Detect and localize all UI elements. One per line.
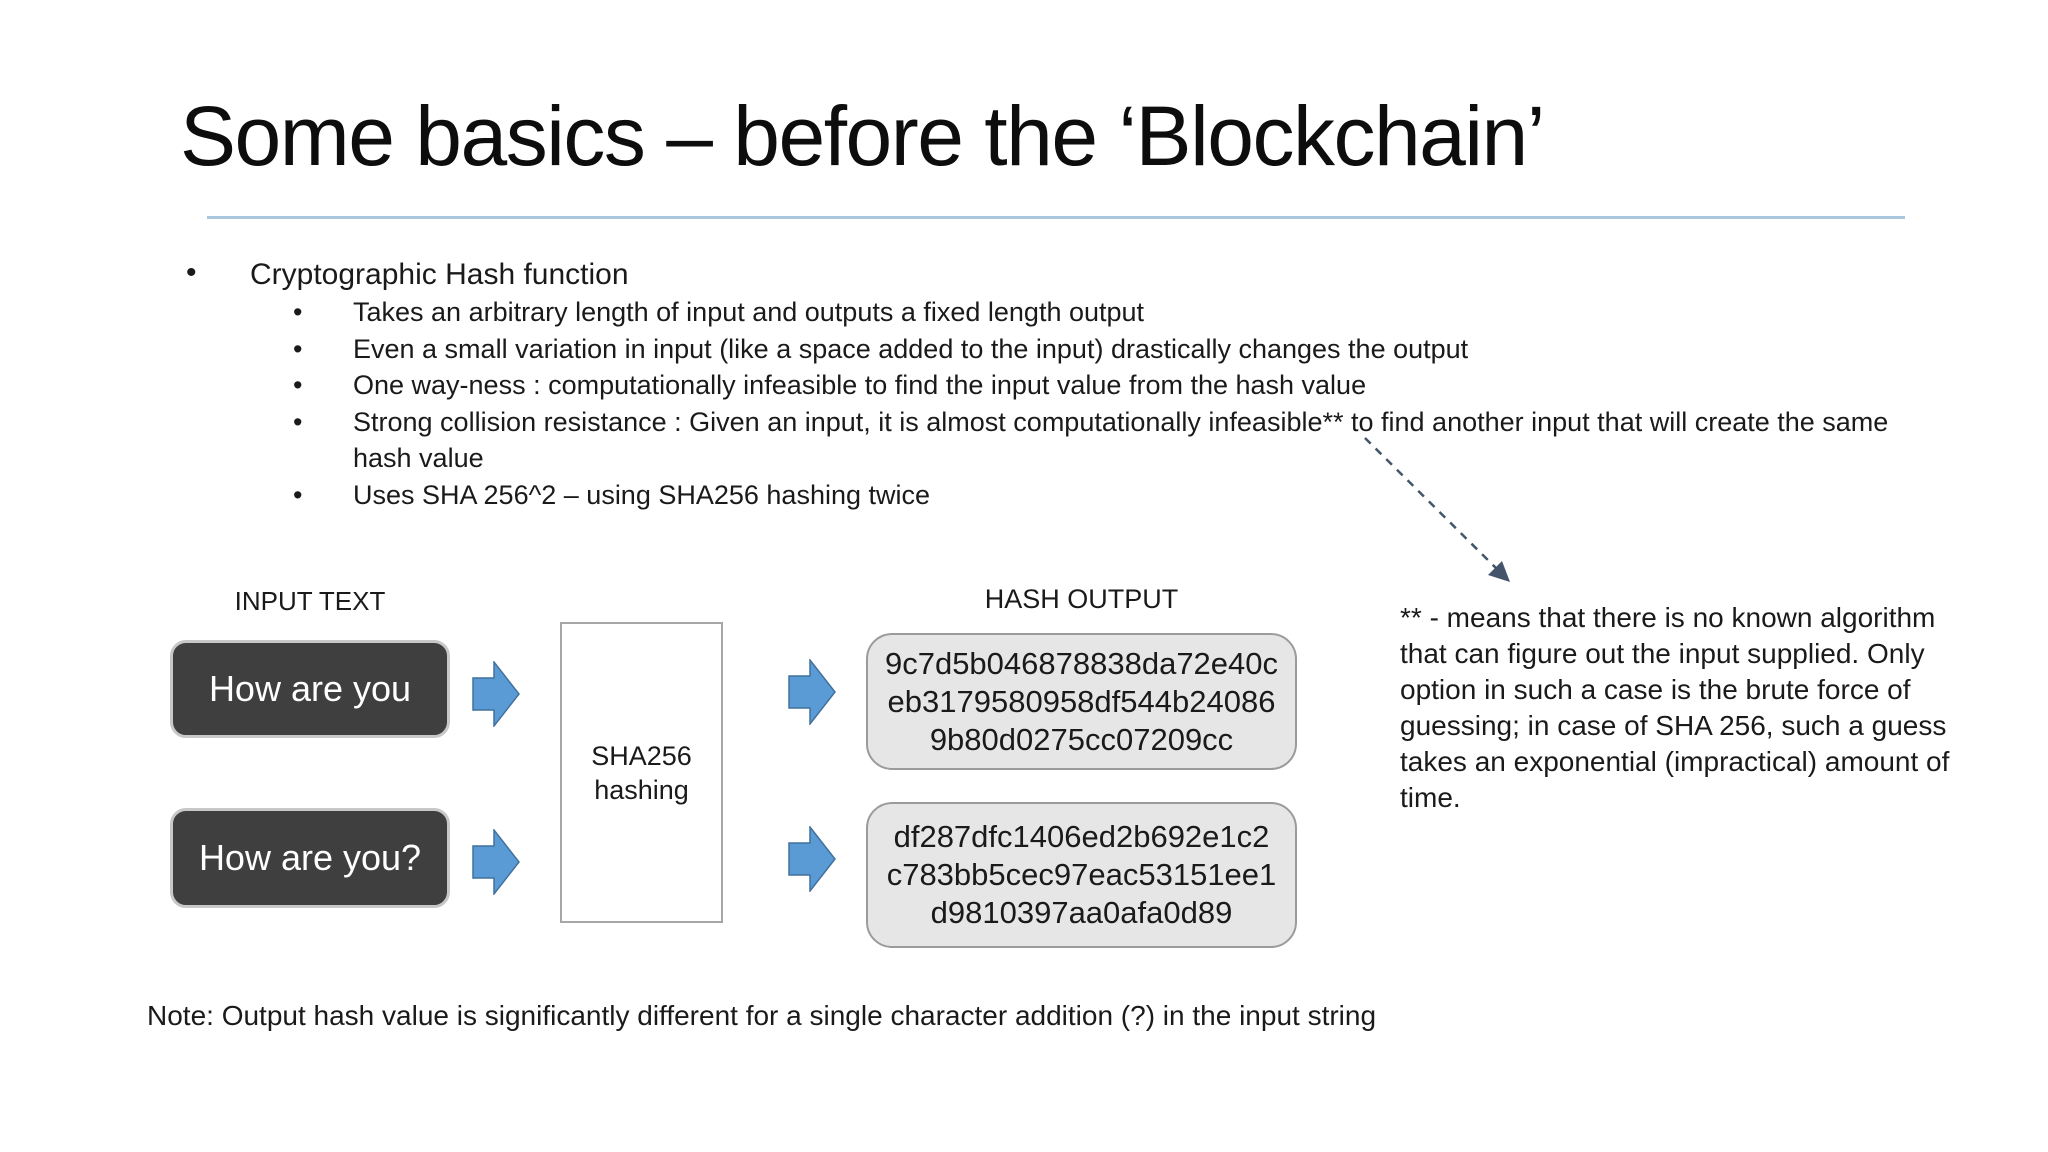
hash-output-label: HASH OUTPUT [984, 584, 1179, 614]
dashed-callout-arrow-icon [1364, 437, 1510, 582]
input-box-how-are-you-question: How are you? [170, 808, 450, 908]
double-asterisk-annotation: ** - means that there is no known algori… [1400, 602, 1950, 813]
title-divider-line [207, 216, 1905, 219]
right-arrow-icon [472, 661, 520, 727]
right-arrow-icon [788, 826, 836, 892]
bottom-note: Note: Output hash value is significantly… [147, 1000, 1377, 1031]
right-arrow-icon [472, 829, 520, 895]
bullet-level1: Cryptographic Hash function [186, 256, 629, 292]
input-text-label: INPUT TEXT [234, 586, 386, 616]
slide-title: Some basics – before the ‘Blockchain’ [180, 89, 1545, 183]
right-arrow-icon [788, 659, 836, 725]
bullet-level2-list: Takes an arbitrary length of input and o… [293, 294, 1953, 513]
input-box-how-are-you: How are you [170, 640, 450, 738]
